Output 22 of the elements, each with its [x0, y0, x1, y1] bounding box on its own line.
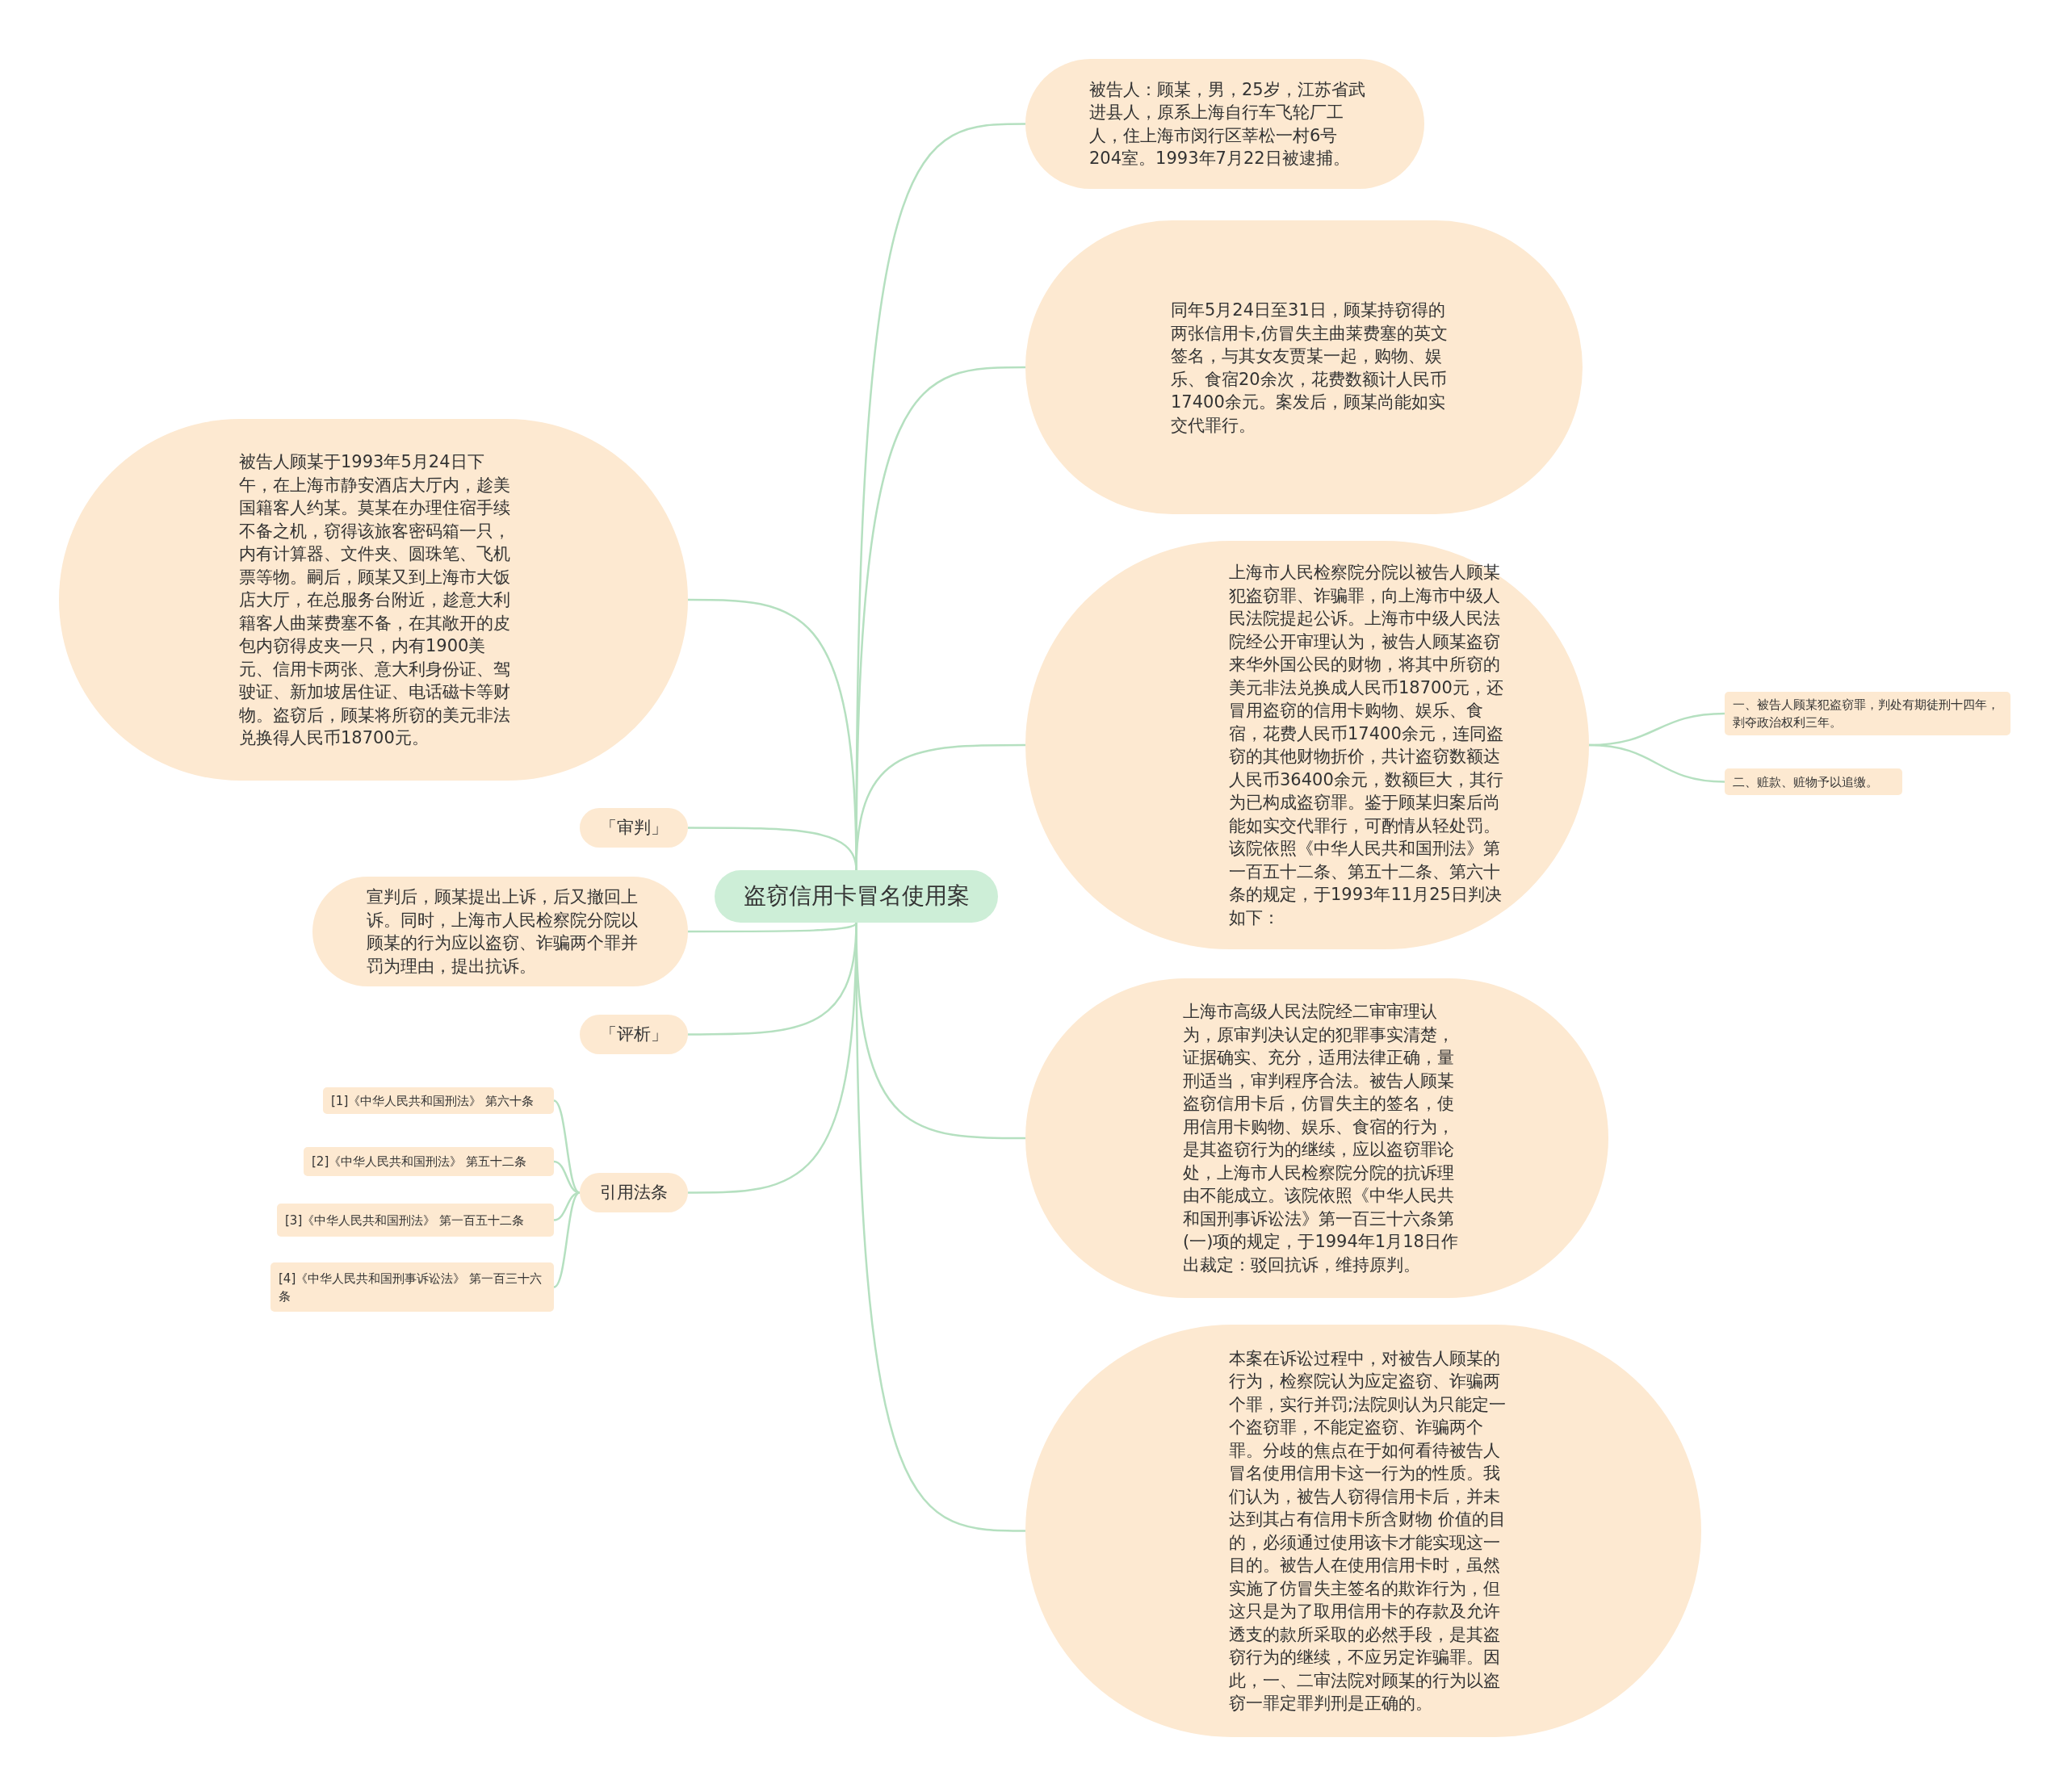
- text-bubble: 同年5月24日至31日，顾某持窃得的两张信用卡,仿冒失主曲莱费塞的英文签名，与其女友贾某一起，购物、娱乐、食宿20余次，花费数额计人民币17400余元。案发后，顾某尚能如实交代罪行。: [1025, 220, 1583, 514]
- leaf-box: 二、赃款、赃物予以追缴。: [1725, 768, 1902, 795]
- leaf-box: [3]《中华人民共和国刑法》 第一百五十二条: [277, 1204, 554, 1237]
- connector-line: [553, 1191, 581, 1288]
- leaf-box: [2]《中华人民共和国刑法》 第五十二条: [304, 1147, 554, 1176]
- leaf-box: [4]《中华人民共和国刑事诉讼法》 第一百三十六条: [270, 1262, 554, 1312]
- text-bubble: 被告人顾某于1993年5月24日下午，在上海市静安酒店大厅内，趁美国籍客人约某。莫某在办理住宿手续不备之机，窃得该旅客密码箱一只，内有计算器、文件夹、圆珠笔、飞机票等物。嗣后，顾某又到上海市大饭店大厅，在总服务台附近，趁意大利籍客人曲莱费塞不备，在其敞开的皮包内窃得皮夹一只，内有1900美元、信用卡两张、意大利身份证、驾驶证、新加坡居住证、电话磁卡等财物。盗窃后，顾某将所窃的美元非法兑换得人民币18700元。: [59, 419, 688, 781]
- connector-line: [553, 1099, 581, 1194]
- root-topic: 盗窃信用卡冒名使用案: [715, 870, 998, 923]
- leaf-box: 一、被告人顾某犯盗窃罪，判处有期徒刑十四年，剥夺政治权利三年。: [1725, 692, 2010, 735]
- text-bubble: 上海市人民检察院分院以被告人顾某犯盗窃罪、诈骗罪，向上海市中级人民法院提起公诉。上海市中级人民法院经公开审理认为，被告人顾某盗窃来华外国公民的财物，将其中所窃的美元非法兑换成人民币18700元，还冒用盗窃的信用卡购物、娱乐、食宿，花费人民币17400余元，连同盗窃的其他财物折价，共计盗窃数额达人民币36400余元，数额巨大，其行为已构成盗窃罪。鉴于顾某归案后尚能如实交代罪行，可酌情从轻处罚。该院依照《中华人民共和国刑法》第一百五十二条、第五十二条、第六十条的规定，于1993年11月25日判决如下：: [1025, 541, 1589, 949]
- connector-line: [688, 827, 857, 871]
- leaf-box: [1]《中华人民共和国刑法》 第六十条: [323, 1087, 554, 1114]
- connector-line: [688, 922, 857, 933]
- connector-line: [1588, 743, 1725, 783]
- text-bubble: 上海市高级人民法院经二审审理认为，原审判决认定的犯罪事实清楚，证据确实、充分，适用法律正确，量刑适当，审判程序合法。被告人顾某盗窃信用卡后，仿冒失主的签名，使用信用卡购物、娱乐、食宿的行为，是其盗窃行为的继续，应以盗窃罪论处，上海市人民检察院分院的抗诉理由不能成立。该院依照《中华人民共和国刑事诉讼法》第一百三十六条第(一)项的规定，于1994年1月18日作出裁定：驳回抗诉，维持原判。: [1025, 978, 1608, 1298]
- text-bubble: 被告人：顾某，男，25岁，江苏省武进县人，原系上海自行车飞轮厂工人，住上海市闵行区莘松一村6号204室。1993年7月22日被逮捕。: [1025, 59, 1424, 189]
- topic-label: 「审判」: [580, 808, 688, 848]
- topic-label: 「评析」: [580, 1015, 688, 1054]
- text-bubble: 宣判后，顾某提出上诉，后又撤回上诉。同时，上海市人民检察院分院以顾某的行为应以盗窃、诈骗两个罪并罚为理由，提出抗诉。: [312, 877, 688, 986]
- text-bubble: 本案在诉讼过程中，对被告人顾某的行为，检察院认为应定盗窃、诈骗两个罪，实行并罚;法院则认为只能定一个盗窃罪，不能定盗窃、诈骗两个罪。分歧的焦点在于如何看待被告人冒名使用信用卡这一行为的性质。我们认为，被告人窃得信用卡后，并未达到其占有信用卡所含财物 价值的目的，必须通过使用该卡才能实现这一目的。被告人在使用信用卡时，虽然实施了仿冒失主签名的欺诈行为，但这只是为了取用信用卡的存款及允许透支的款所采取的必然手段，是其盗窃行为的继续，不应另定诈骗罪。因此，一、二审法院对顾某的行为以盗窃一罪定罪判刑是正确的。: [1025, 1325, 1701, 1737]
- topic-label: 引用法条: [580, 1173, 688, 1212]
